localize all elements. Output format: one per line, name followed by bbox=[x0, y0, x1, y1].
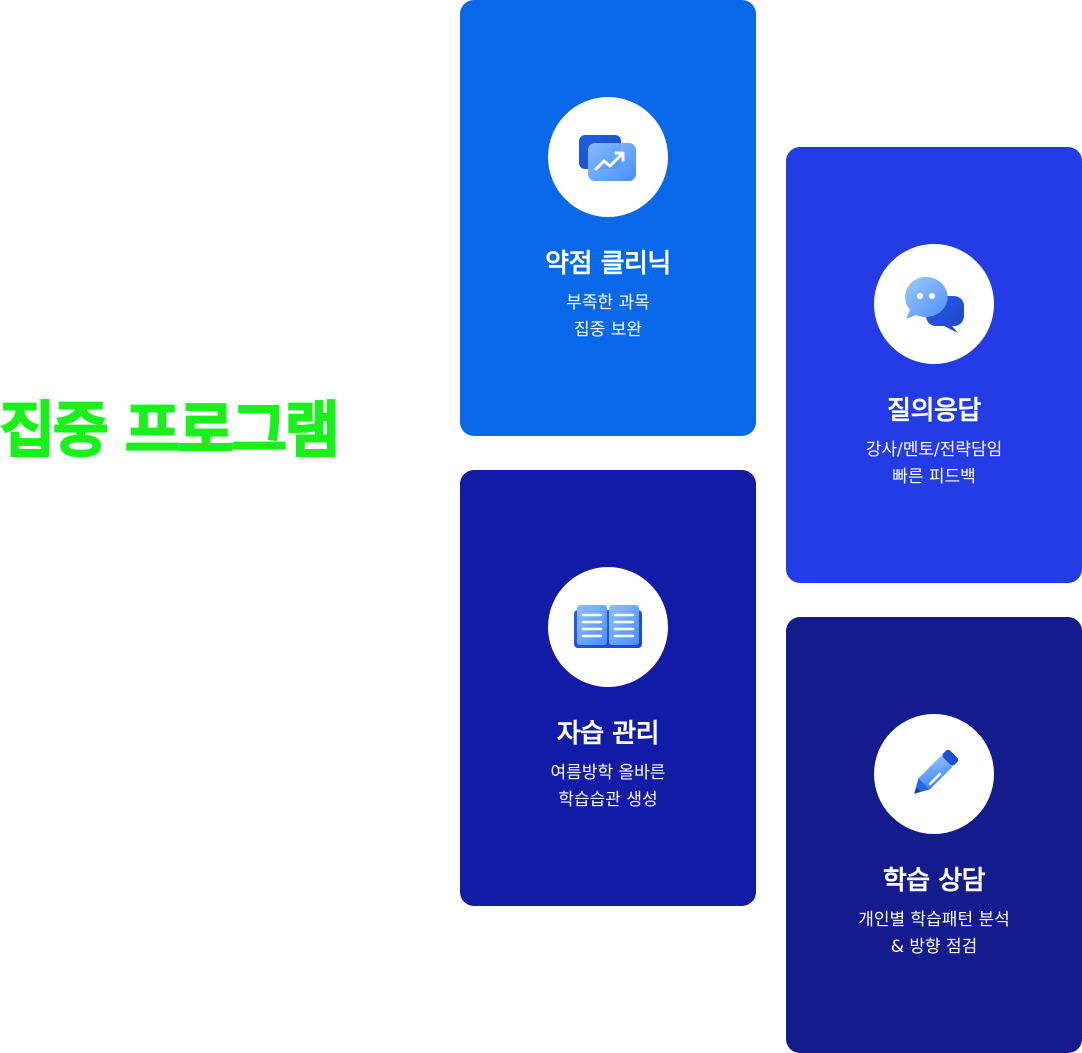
card-title: 질의응답 bbox=[887, 396, 981, 426]
card-description-line: & 방향 점검 bbox=[890, 937, 978, 957]
chat-bubble-icon bbox=[905, 276, 964, 333]
page-heading: 집중 프로그램 bbox=[0, 395, 341, 467]
icon-circle bbox=[874, 714, 994, 834]
pencil-icon bbox=[914, 749, 959, 794]
card-description-line: 부족한 과목 bbox=[566, 293, 650, 313]
program-card-weakness-clinic: 약점 클리닉 부족한 과목 집중 보완 bbox=[460, 0, 756, 436]
card-description: 개인별 학습패턴 분석 & 방향 점검 bbox=[786, 907, 1082, 961]
card-description-line: 빠른 피드백 bbox=[892, 467, 976, 487]
icon-circle bbox=[874, 244, 994, 364]
icon-circle bbox=[548, 567, 668, 687]
card-title: 약점 클리닉 bbox=[545, 249, 671, 279]
card-description-line: 학습습관 생성 bbox=[558, 790, 658, 810]
card-title: 학습 상담 bbox=[882, 866, 986, 896]
card-description-line: 강사/멘토/전략담임 bbox=[865, 440, 1003, 460]
chart-trend-icon bbox=[579, 135, 636, 181]
open-book-icon bbox=[574, 605, 642, 648]
program-card-self-study: 자습 관리 여름방학 올바른 학습습관 생성 bbox=[460, 470, 756, 906]
card-description-line: 여름방학 올바른 bbox=[550, 763, 666, 783]
card-description-line: 개인별 학습패턴 분석 bbox=[858, 910, 1010, 930]
card-description: 부족한 과목 집중 보완 bbox=[460, 290, 756, 344]
program-card-counseling: 학습 상담 개인별 학습패턴 분석 & 방향 점검 bbox=[786, 617, 1082, 1053]
program-card-qna: 질의응답 강사/멘토/전략담임 빠른 피드백 bbox=[786, 147, 1082, 583]
card-description: 여름방학 올바른 학습습관 생성 bbox=[460, 760, 756, 814]
card-description-line: 집중 보완 bbox=[574, 320, 642, 340]
card-description: 강사/멘토/전략담임 빠른 피드백 bbox=[786, 437, 1082, 491]
card-title: 자습 관리 bbox=[556, 719, 660, 749]
icon-circle bbox=[548, 97, 668, 217]
